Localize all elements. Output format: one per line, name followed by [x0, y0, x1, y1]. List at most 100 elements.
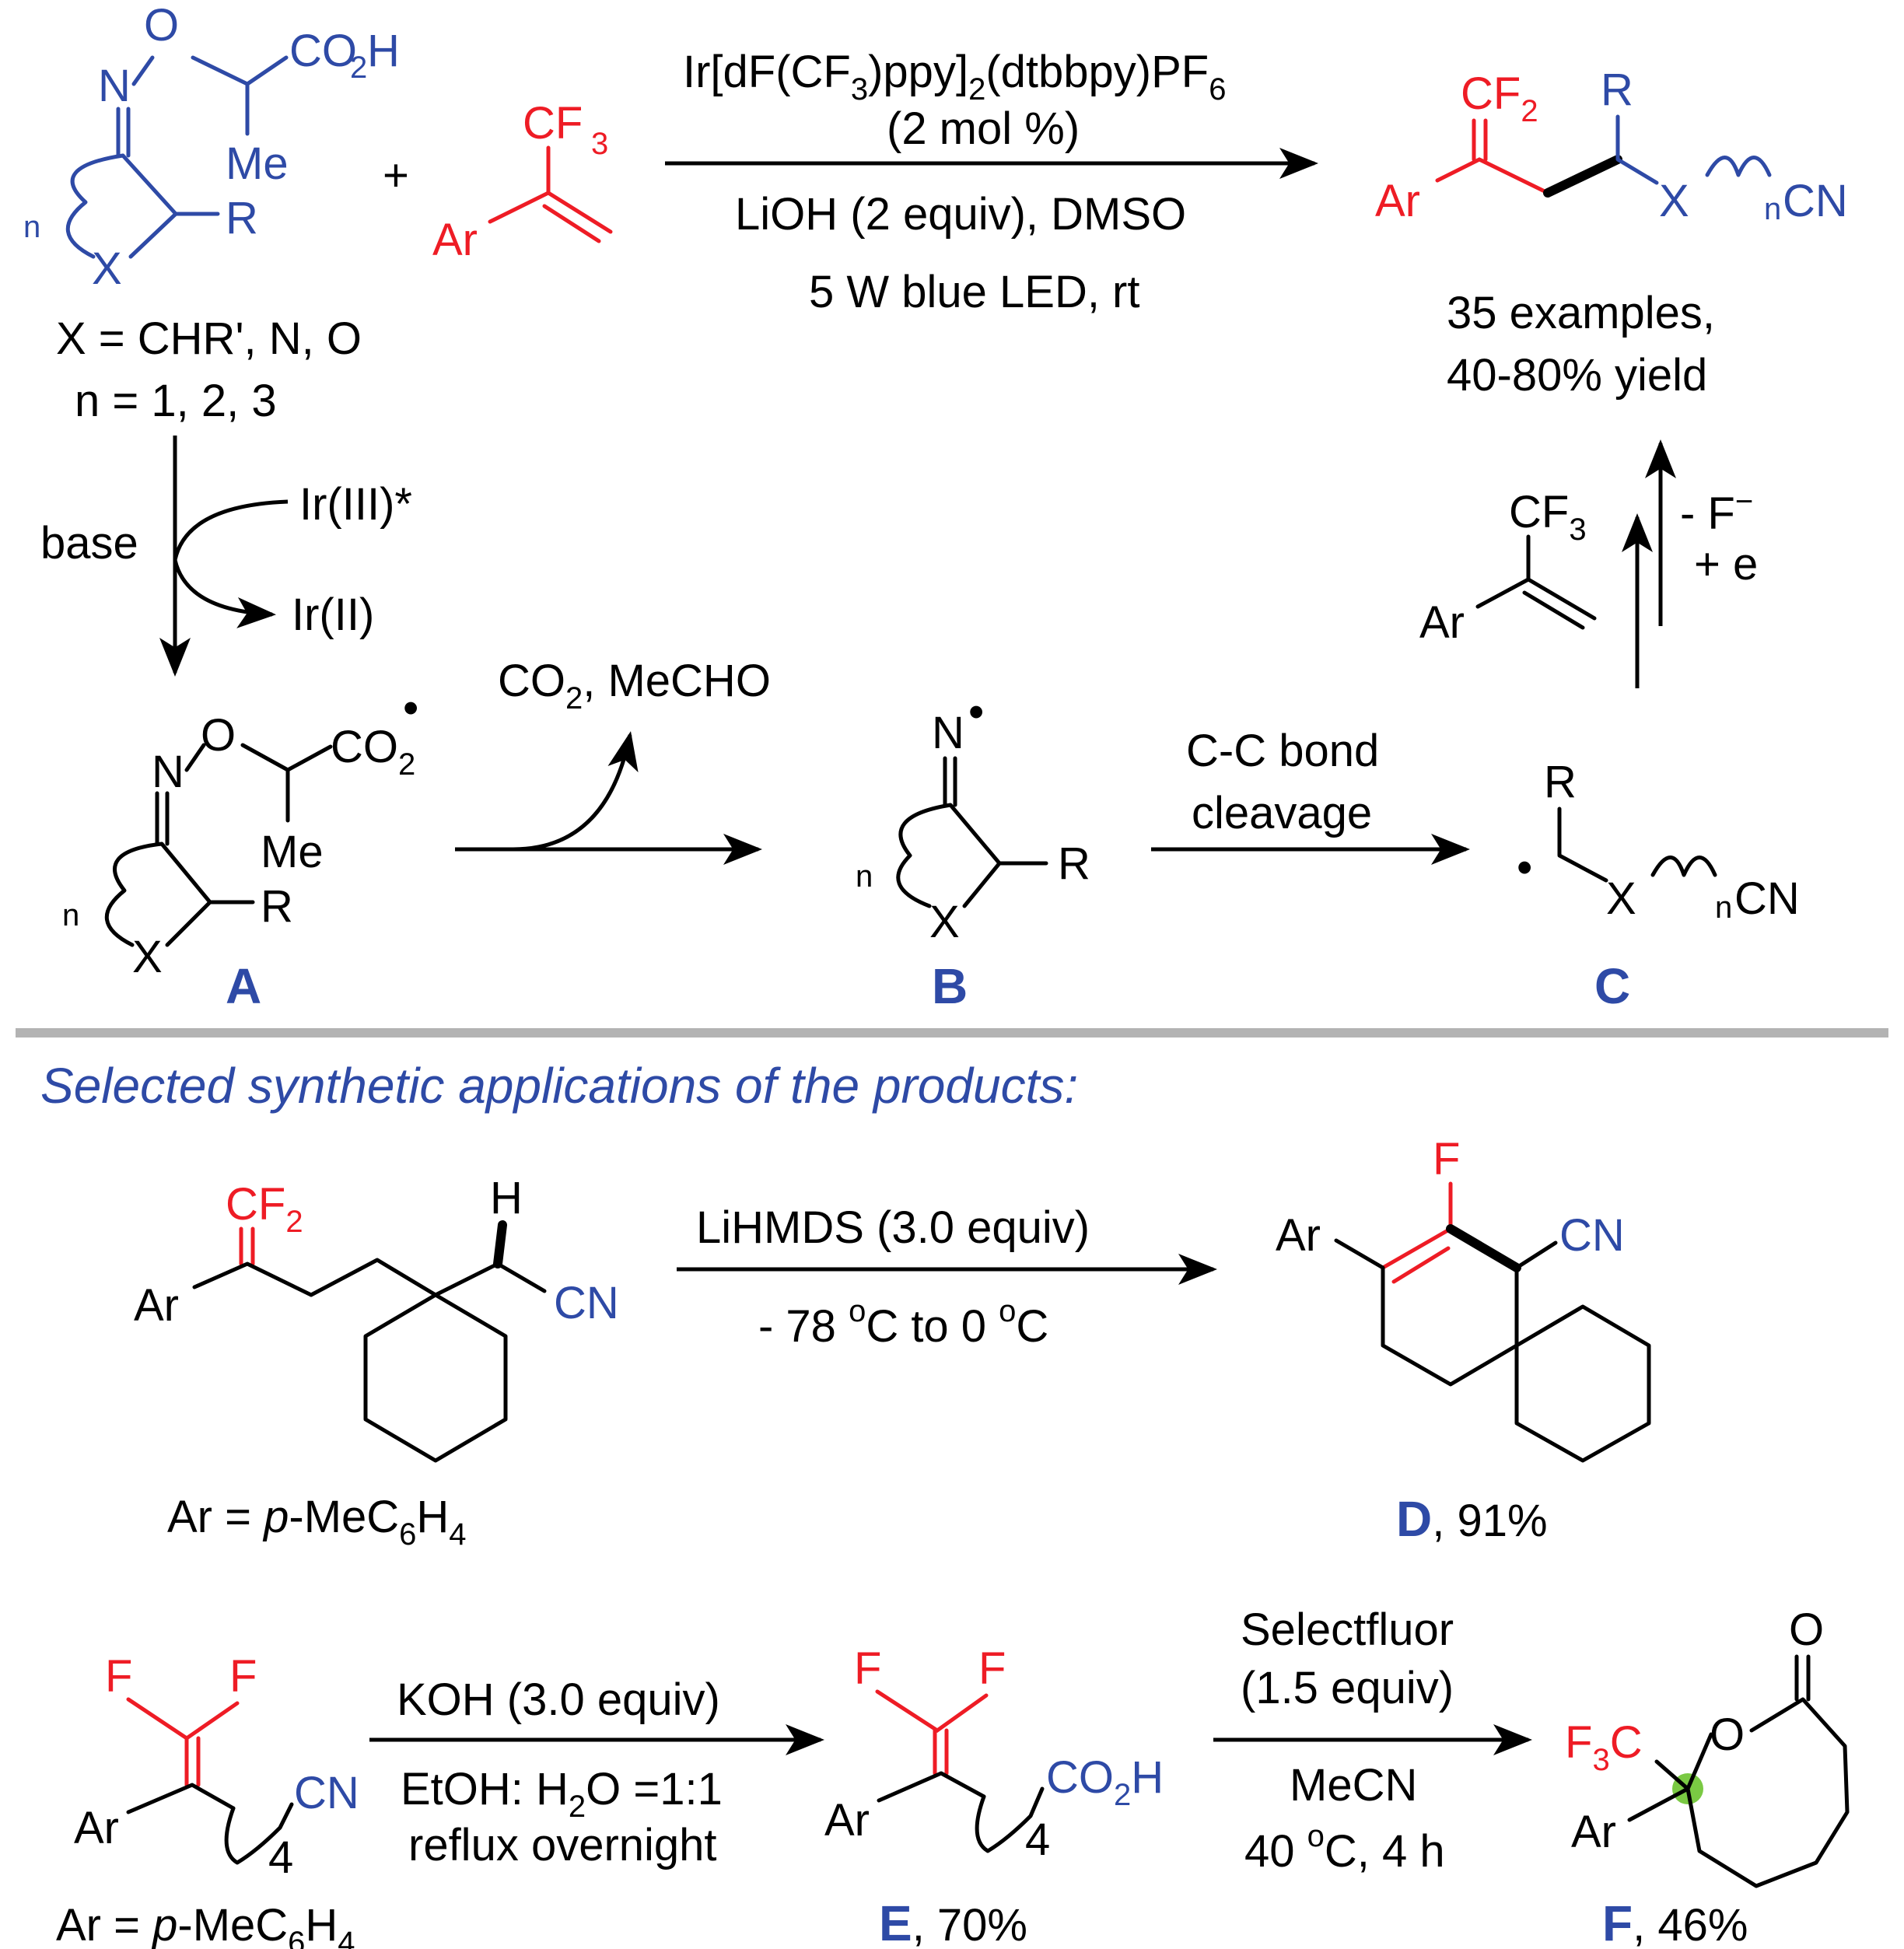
atom-me-a: Me [261, 827, 324, 877]
substrate-d: CF2 H Ar CN [134, 1173, 619, 1463]
ir3-label: Ir(III)* [299, 479, 412, 530]
radical-dot-c: • [1517, 842, 1532, 893]
bond-wedge [1543, 155, 1622, 198]
bond-n-o [131, 55, 155, 86]
conditions-f-2: 40 oC, 4 h [1244, 1819, 1445, 1877]
bond-ar-e [877, 1771, 986, 1803]
reaction-conditions-top: Ir[dF(CF3)ppy]2(dtbbpy)PF6 (2 mol %) LiO… [665, 47, 1318, 317]
atom-n-index-b: n [856, 859, 873, 894]
substrate-e: F F Ar CN 4 [74, 1651, 359, 1883]
bonds-substituents-f [1627, 1759, 1690, 1822]
atom-f1-e: F [854, 1643, 881, 1694]
yield-f: F, 46% [1602, 1895, 1748, 1949]
sm-x-definition: X = CHR', N, O [56, 313, 362, 364]
atom-cn-sd: CN [554, 1278, 619, 1328]
chain-sd [192, 1258, 547, 1297]
atom-co2-a: CO2 [331, 722, 415, 782]
minus-fluoride: - F− [1680, 485, 1753, 539]
atom-x: X [92, 243, 122, 294]
atom-ar-d: Ar [1276, 1210, 1321, 1261]
bond-ring-x [128, 212, 178, 259]
bonds-f-e [875, 1689, 989, 1734]
atom-cf: CF [523, 98, 583, 149]
atom-f2-e: F [978, 1643, 1006, 1694]
radical-dot-a: • [403, 683, 418, 733]
intermediate-a: O CO2 • N Me R X n [62, 683, 418, 982]
atom-co: CO [289, 26, 357, 76]
gem-difluoroalkene-product: CF2 R Ar X n CN [1375, 65, 1848, 226]
atom-o: O [144, 0, 179, 51]
atom-r-prod: R [1601, 65, 1633, 115]
spiro-ring-d [1514, 1304, 1651, 1463]
bonds-a-ring [104, 842, 255, 947]
bond-double-se [184, 1736, 201, 1787]
atom-n: N [98, 61, 131, 111]
bond-double-d [1381, 1226, 1453, 1284]
bond-cf2-double [1472, 118, 1488, 162]
applications-heading: Selected synthetic applications of the p… [40, 1058, 1078, 1114]
atom-n-index: n [23, 210, 40, 244]
conditions-d: - 78 oC to 0 oC [758, 1294, 1048, 1352]
atom-r-a: R [261, 881, 293, 932]
sub-4-e: 4 [1025, 1814, 1050, 1865]
atom-f2-se: F [229, 1651, 257, 1702]
atom-cn-d: CN [1559, 1210, 1625, 1261]
label-c: C [1594, 958, 1630, 1014]
catalyst-loading: (2 mol %) [887, 103, 1080, 154]
atom-cf2: CF2 [1461, 68, 1538, 128]
atom-o-carbonyl-f: O [1789, 1604, 1824, 1655]
scope-examples: 35 examples, [1447, 288, 1715, 338]
bond-r-x [1615, 114, 1659, 185]
atom-x-b: X [929, 897, 960, 947]
base-solvent: LiOH (2 equiv), DMSO [735, 189, 1186, 240]
atom-x-a: X [132, 932, 163, 982]
label-a: A [226, 958, 261, 1014]
atom-f3c-f: F3C [1565, 1717, 1643, 1777]
bond-c-paren [1650, 856, 1717, 877]
conditions-f-1: MeCN [1290, 1760, 1417, 1811]
atom-cn-c: CN [1734, 873, 1800, 924]
bond-b-double [943, 756, 957, 807]
trifluoromethyl-alkene: CF 3 Ar [432, 98, 613, 265]
bond-o-ch [191, 55, 289, 86]
atom-n-index-a: n [62, 898, 79, 933]
radical-dot-b: • [968, 687, 984, 737]
base-label: base [40, 518, 138, 569]
cleavage-line2: cleavage [1192, 788, 1372, 838]
bond-mech-double [1522, 577, 1597, 630]
atom-cf2-sd: CF2 [226, 1179, 303, 1239]
ar-definition-e: Ar = p-MeC6H4 [56, 1900, 355, 1949]
atom-ar: Ar [432, 215, 478, 265]
atom-r-c: R [1544, 757, 1577, 807]
scope-yield: 40-80% yield [1447, 350, 1707, 401]
sub-3: 3 [591, 127, 608, 161]
reagent-f-2: (1.5 equiv) [1241, 1663, 1454, 1713]
atom-ar-sd: Ar [134, 1280, 179, 1331]
bond-ar-se [126, 1783, 236, 1814]
bond-chain [1705, 156, 1772, 177]
atom-o-ring-f: O [1710, 1709, 1745, 1760]
starting-oxime-ester: O CO 2 H N Me R X n [23, 0, 400, 294]
product-f: O O F3C Ar [1565, 1604, 1850, 1888]
sub-4-se: 4 [268, 1832, 293, 1883]
bond-ch2-double [542, 191, 613, 243]
light-source: 5 W blue LED, rt [809, 267, 1139, 317]
atom-ar-e: Ar [824, 1795, 870, 1846]
sub-2: 2 [350, 51, 367, 85]
bonds-c-chain [1557, 807, 1608, 883]
atom-f-d: F [1433, 1134, 1460, 1184]
yield-d: D, 91% [1396, 1491, 1548, 1547]
bond-ar-c [1435, 157, 1550, 195]
atom-ar-se: Ar [74, 1803, 119, 1853]
atom-co2h-e: CO2H [1046, 1752, 1164, 1812]
atom-cf3-mech: CF3 [1509, 487, 1587, 547]
atom-n-prod: n [1764, 192, 1781, 226]
wedge-d [1446, 1224, 1521, 1272]
bond-ring-r [121, 153, 220, 216]
bond-c-n-double [116, 107, 131, 158]
alkene-mechanism: CF3 Ar [1419, 487, 1597, 648]
product-e: F F Ar CO2H 4 [824, 1643, 1164, 1865]
arrow-ir-cycle [173, 499, 289, 628]
atom-n-index-c: n [1715, 891, 1732, 925]
